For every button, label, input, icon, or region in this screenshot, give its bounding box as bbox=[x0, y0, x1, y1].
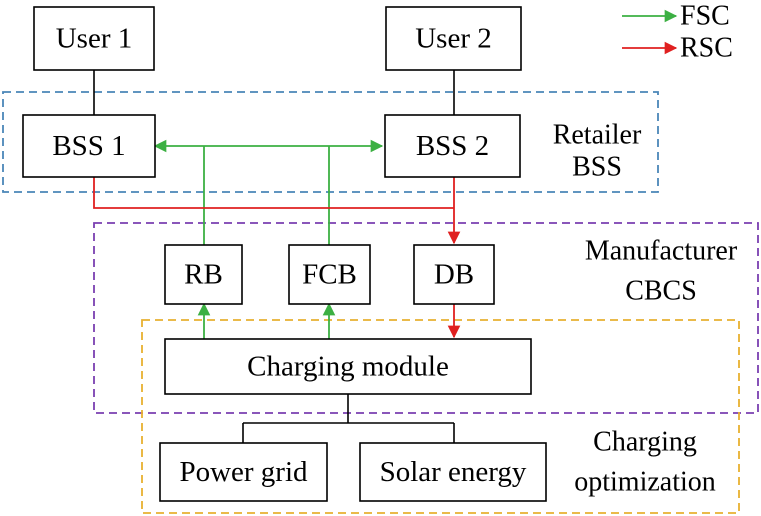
db-node: DB bbox=[413, 244, 495, 305]
manufacturer-group-label-line1: Manufacturer bbox=[585, 236, 738, 267]
manufacturer-cbcs-group-border bbox=[93, 222, 759, 414]
manufacturer-group-label-line2: CBCS bbox=[625, 276, 697, 307]
legend-fsc-label: FSC bbox=[680, 1, 730, 32]
rb-label: RB bbox=[184, 259, 223, 291]
legend-rsc-label: RSC bbox=[680, 33, 733, 64]
rsc-bss1-return bbox=[93, 177, 454, 209]
power-grid-node: Power grid bbox=[159, 442, 328, 502]
charging-module-label: Charging module bbox=[247, 351, 449, 383]
power-grid-label: Power grid bbox=[179, 456, 308, 488]
rb-node: RB bbox=[164, 244, 243, 305]
retailer-group-label-line1: Retailer bbox=[553, 120, 642, 151]
solar-energy-label: Solar energy bbox=[380, 456, 527, 488]
bss1-node: BSS 1 bbox=[22, 114, 156, 178]
fcb-node: FCB bbox=[288, 244, 371, 305]
user2-label: User 2 bbox=[415, 23, 492, 55]
solar-energy-node: Solar energy bbox=[359, 442, 547, 502]
bss2-label: BSS 2 bbox=[416, 130, 489, 162]
charging-module-node: Charging module bbox=[164, 338, 532, 395]
bss2-node: BSS 2 bbox=[384, 114, 521, 178]
charging-optimization-group-border bbox=[141, 319, 740, 514]
fcb-label: FCB bbox=[302, 259, 357, 291]
legend: FSC RSC bbox=[622, 1, 733, 64]
user1-node: User 1 bbox=[33, 6, 155, 71]
retailer-bss-group-border bbox=[2, 91, 659, 193]
charging-group-label-line1: Charging bbox=[593, 427, 697, 458]
bss1-label: BSS 1 bbox=[52, 130, 125, 162]
db-label: DB bbox=[434, 259, 474, 291]
user2-node: User 2 bbox=[385, 6, 522, 71]
user1-label: User 1 bbox=[56, 23, 133, 55]
charging-group-label-line2: optimization bbox=[574, 467, 716, 498]
retailer-group-label-line2: BSS bbox=[572, 152, 622, 183]
